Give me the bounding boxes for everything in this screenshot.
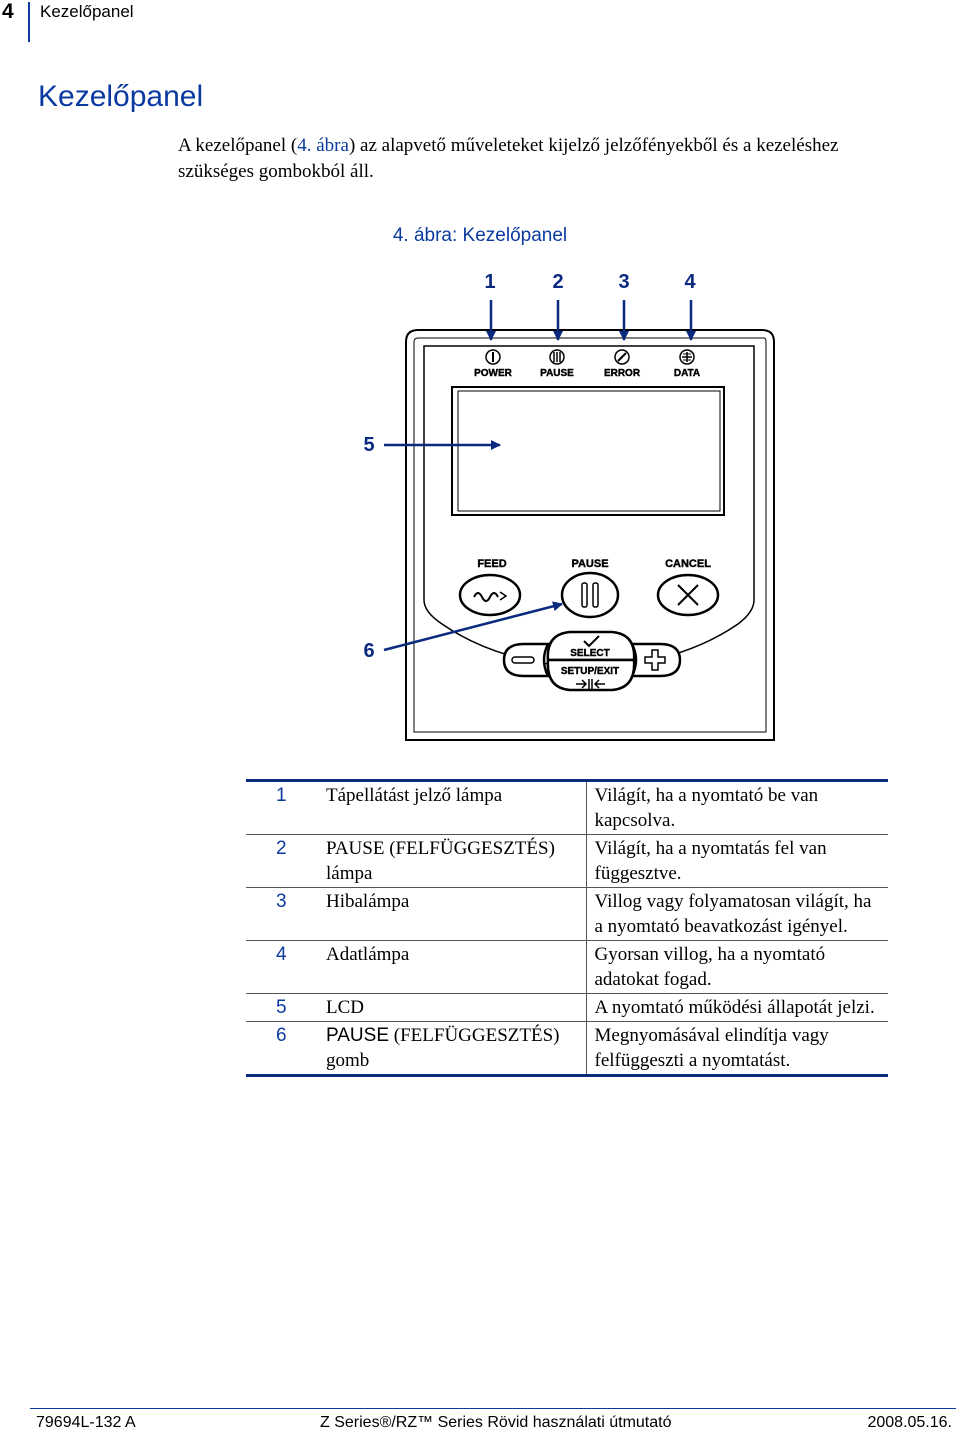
legend-table: 1 Tápellátást jelző lámpa Világít, ha a … <box>246 779 888 1077</box>
power-icon <box>485 349 501 365</box>
figure-caption: 4. ábra: Kezelőpanel <box>392 225 568 246</box>
page-number: 4 <box>2 0 14 23</box>
legend-name-rest: (FELFÜGGESZTÉS) gomb <box>326 1025 560 1071</box>
legend-name-keyword: PAUSE <box>326 1025 390 1046</box>
setup-exit-icon <box>576 679 605 689</box>
legend-description: A nyomtató működési állapotát jelzi. <box>594 997 875 1018</box>
section-title: Kezelőpanel <box>38 80 204 113</box>
header-divider <box>28 2 30 42</box>
callout-6: 6 <box>363 640 374 662</box>
pause-bars-icon <box>581 582 599 608</box>
pause-icon <box>549 349 565 365</box>
callout-3: 3 <box>618 271 629 293</box>
legend-number: 6 <box>276 1025 287 1046</box>
table-row: 6 PAUSE (FELFÜGGESZTÉS) gomb Megnyomásáv… <box>246 1021 888 1076</box>
footer-date: 2008.05.16. <box>867 1414 952 1431</box>
cancel-x-icon <box>677 584 699 606</box>
minus-button[interactable] <box>502 642 551 678</box>
legend-name: PAUSE (FELFÜGGESZTÉS) lámpa <box>318 834 587 888</box>
pause-button[interactable] <box>560 571 620 619</box>
legend-description: Gyorsan villog, ha a nyomtató adatokat f… <box>594 944 826 990</box>
indicator-label-pause: PAUSE <box>540 368 574 379</box>
footer-divider <box>30 1408 956 1409</box>
callout-2: 2 <box>552 271 563 293</box>
legend-description: Világít, ha a nyomtató be van kapcsolva. <box>594 785 819 831</box>
feed-icon <box>473 592 499 602</box>
setup-exit-label: SETUP/EXIT <box>561 666 619 677</box>
check-icon <box>583 635 600 648</box>
legend-number: 4 <box>276 944 287 965</box>
intro-text-before: A kezelőpanel ( <box>178 135 298 156</box>
legend-name: Tápellátást jelző lámpa <box>318 780 587 835</box>
setup-exit-button[interactable]: SETUP/EXIT <box>546 658 636 692</box>
legend-name: LCD <box>318 993 587 1022</box>
intro-paragraph: A kezelőpanel (4. ábra) az alapvető műve… <box>178 133 918 185</box>
table-row: 5 LCD A nyomtató működési állapotát jelz… <box>246 993 888 1022</box>
button-label-pause: PAUSE <box>571 558 608 570</box>
legend-number: 3 <box>276 891 287 912</box>
legend-number: 1 <box>276 785 287 806</box>
plus-button[interactable] <box>629 642 682 678</box>
table-row: 2 PAUSE (FELFÜGGESZTÉS) lámpa Világít, h… <box>246 834 888 888</box>
callout-arrow-6 <box>383 601 563 652</box>
legend-name: Hibalámpa <box>318 887 587 941</box>
callout-5: 5 <box>363 434 374 456</box>
legend-description: Villog vagy folyamatosan világít, ha a n… <box>594 891 872 937</box>
minus-icon <box>511 656 535 664</box>
callout-4: 4 <box>684 271 696 293</box>
data-icon <box>679 349 695 365</box>
figure-reference-link[interactable]: 4. ábra <box>297 135 349 156</box>
running-header-title: Kezelőpanel <box>40 2 134 21</box>
button-label-feed: FEED <box>477 558 506 570</box>
indicator-label-power: POWER <box>474 368 513 379</box>
select-button[interactable]: SELECT <box>546 630 636 662</box>
callout-1: 1 <box>484 271 495 293</box>
plus-icon <box>644 649 666 671</box>
footer-doc-number: 79694L-132 A <box>36 1414 136 1431</box>
footer-doc-title: Z Series®/RZ™ Series Rövid használati út… <box>320 1414 672 1431</box>
lcd-screen <box>457 390 721 512</box>
button-label-cancel: CANCEL <box>665 558 711 570</box>
table-row: 3 Hibalámpa Villog vagy folyamatosan vil… <box>246 887 888 941</box>
control-panel-figure: POWER PAUSE ERROR DATA FEED PAUSE CANCEL <box>363 271 775 741</box>
table-row: 4 Adatlámpa Gyorsan villog, ha a nyomtat… <box>246 940 888 994</box>
intro-text-after: ) az alapvető műveleteket kijelző jelzőf… <box>178 135 839 182</box>
indicator-label-error: ERROR <box>604 368 641 379</box>
legend-number: 5 <box>276 997 287 1018</box>
error-icon <box>614 349 630 365</box>
legend-name: PAUSE (FELFÜGGESZTÉS) gomb <box>318 1021 587 1076</box>
cancel-button[interactable] <box>656 573 720 617</box>
legend-description: Megnyomásával elindítja vagy felfüggeszt… <box>594 1025 829 1071</box>
indicator-label-data: DATA <box>674 368 700 379</box>
legend-name: Adatlámpa <box>318 940 587 994</box>
legend-number: 2 <box>276 838 287 859</box>
select-label: SELECT <box>570 648 609 659</box>
feed-button[interactable] <box>458 573 522 617</box>
table-row: 1 Tápellátást jelző lámpa Világít, ha a … <box>246 780 888 835</box>
legend-description: Világít, ha a nyomtatás fel van függeszt… <box>594 838 827 884</box>
